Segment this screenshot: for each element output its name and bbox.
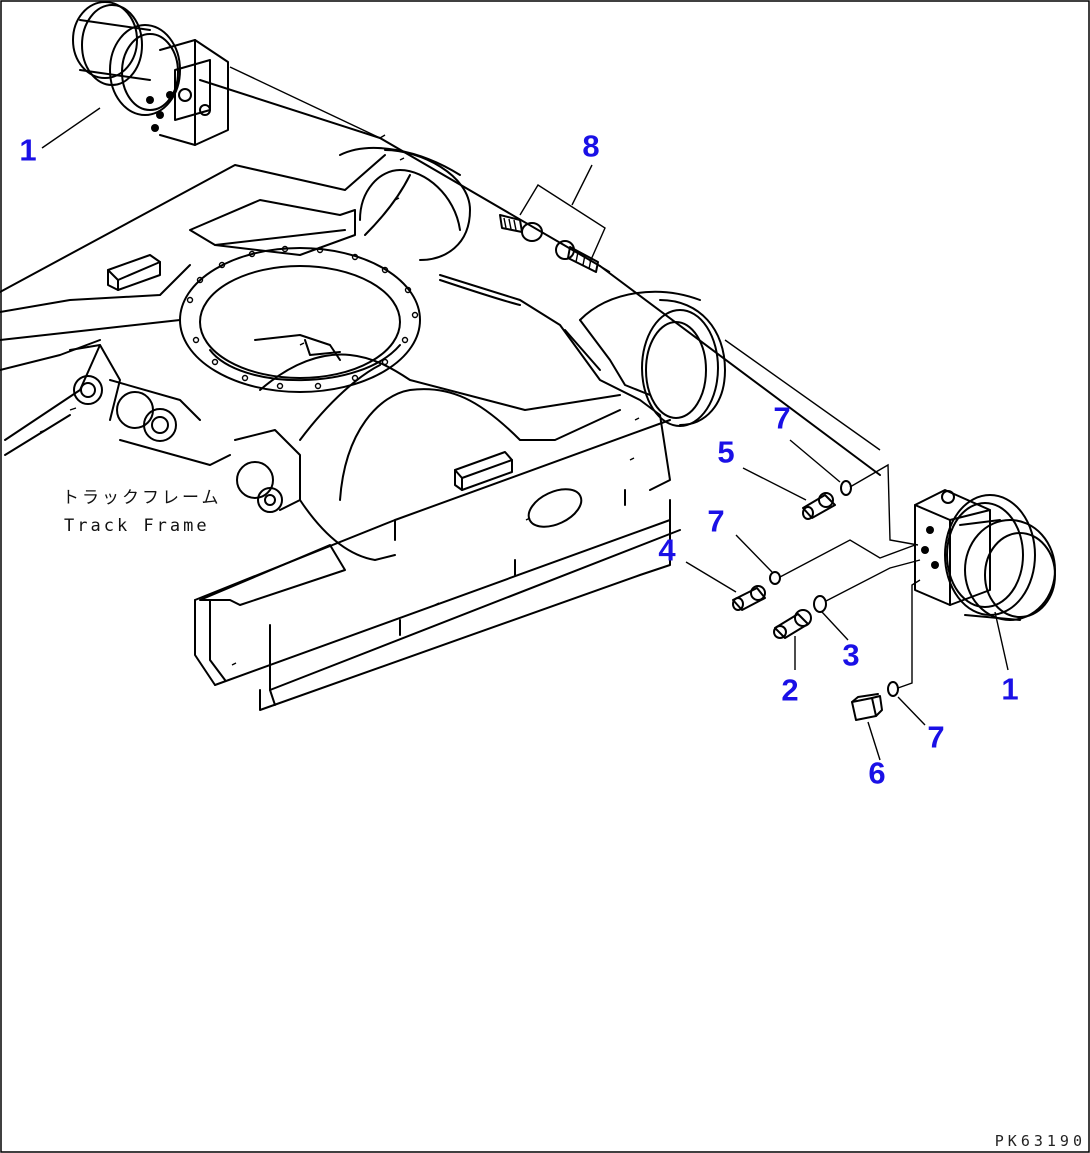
bolt-8a [499,214,543,242]
o-ring-7-upper [840,480,852,496]
callout-2: 2 [781,672,799,708]
plug-6 [851,693,883,721]
fitting-2 [773,609,812,639]
fitting-5 [802,492,836,520]
callout-7-lower: 7 [927,719,945,755]
callout-7-middle: 7 [707,503,725,539]
leader-lines [41,66,1009,761]
frame-label-english: Track Frame [64,516,210,536]
callout-8: 8 [582,128,600,164]
beam-tick-marks [39,157,640,666]
lower-brackets [69,344,301,513]
callout-1-top: 1 [19,132,37,168]
callout-4: 4 [658,532,676,568]
callout-6: 6 [868,755,886,791]
track-frame [0,79,881,711]
frame-label-japanese: トラックフレーム [62,488,222,508]
callout-7-upper: 7 [773,400,791,436]
callout-3: 3 [842,637,860,673]
callout-1-right: 1 [1001,671,1019,707]
ring-bolt-holes [186,245,419,390]
o-ring-7-lower [887,681,899,697]
o-ring-3 [813,595,827,613]
fitting-4 [732,585,766,611]
travel-motor-top [72,1,229,146]
figure-number: PK63190 [994,1132,1086,1150]
travel-motor-right [914,489,1056,621]
callout-5: 5 [717,434,735,470]
o-ring-7-middle [769,571,781,585]
